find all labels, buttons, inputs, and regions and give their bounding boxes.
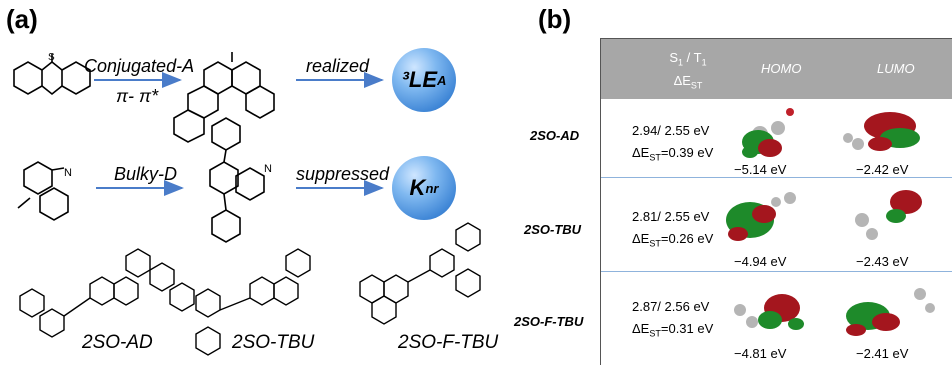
ball-knr-text: K xyxy=(409,175,426,200)
svg-text:S: S xyxy=(48,52,55,63)
dest-row-1: ΔEST=0.39 eV xyxy=(632,142,713,169)
dest-val-1: =0.39 eV xyxy=(660,145,714,160)
label-suppressed: suppressed xyxy=(296,164,390,184)
label-conjugated-a: Conjugated-A xyxy=(84,56,195,76)
row-name-2so-ad: 2SO-AD xyxy=(530,128,580,143)
energies-row-1: 2.94/ 2.55 eV ΔEST=0.39 eV xyxy=(632,120,713,169)
compound-label-2so-tbu: 2SO-TBU xyxy=(232,332,315,353)
label-bulky-d: Bulky-D xyxy=(114,164,178,184)
dest-prefix-1: ΔE xyxy=(632,145,650,160)
orbital-homo-2so-ad xyxy=(742,108,794,158)
homo-value-row-1: −5.14 eV xyxy=(734,162,787,177)
dest-prefix-2: ΔE xyxy=(632,231,650,246)
orbital-images xyxy=(726,108,935,336)
molecule-thioxanthene-dioxide: S xyxy=(13,52,91,96)
panel-label-b: (b) xyxy=(538,4,572,34)
s1t1-row-2: 2.81/ 2.55 eV xyxy=(632,209,710,224)
dest-prefix-3: ΔE xyxy=(632,321,650,336)
lumo-value-row-3: −2.41 eV xyxy=(856,346,909,361)
energies-row-3: 2.87/ 2.56 eV ΔEST=0.31 eV xyxy=(632,296,713,345)
svg-text:N: N xyxy=(264,163,272,175)
compound-label-2so-ad: 2SO-AD xyxy=(82,332,153,353)
dest-sub-3: ST xyxy=(649,328,661,339)
molecule-2so-ad xyxy=(19,248,175,338)
row-name-2so-f-tbu: 2SO-F-TBU xyxy=(514,314,584,329)
compound-label-2so-f-tbu: 2SO-F-TBU xyxy=(398,332,499,353)
dest-row-2: ΔEST=0.26 eV xyxy=(632,228,713,255)
s1t1-row-1: 2.94/ 2.55 eV xyxy=(632,123,710,138)
orbital-table: S1 / T1 ΔEST HOMO LUMO xyxy=(600,38,952,365)
ball-knr-sub: nr xyxy=(425,180,439,196)
homo-value-row-3: −4.81 eV xyxy=(734,346,787,361)
orbital-lumo-2so-ad xyxy=(843,112,920,151)
ball-3le-text: ³LE xyxy=(401,67,438,92)
lumo-value-row-1: −2.42 eV xyxy=(856,162,909,177)
lumo-value-row-2: −2.43 eV xyxy=(856,254,909,269)
orbital-homo-2so-tbu xyxy=(726,192,796,241)
molecule-bulky-donor: N xyxy=(209,117,272,243)
header-s: S xyxy=(669,50,679,65)
s1t1-row-3: 2.87/ 2.56 eV xyxy=(632,299,710,314)
header-s-sub: 1 xyxy=(678,57,684,68)
dest-val-2: =0.26 eV xyxy=(660,231,714,246)
dest-val-3: =0.31 eV xyxy=(660,321,714,336)
panel-label-a: (a) xyxy=(6,4,38,34)
header-t: / T xyxy=(683,50,702,65)
molecule-2so-tbu xyxy=(169,248,311,356)
header-dest-sub: ST xyxy=(690,80,703,91)
dest-sub-2: ST xyxy=(649,238,661,249)
row-separator-2 xyxy=(601,271,952,272)
ball-3le-sub: A xyxy=(437,72,447,88)
table-header: S1 / T1 ΔEST HOMO LUMO xyxy=(601,39,952,99)
dest-sub-1: ST xyxy=(649,152,661,163)
header-dest: ΔE xyxy=(673,72,691,88)
molecule-acridine-donor: N xyxy=(17,161,72,221)
header-lumo: LUMO xyxy=(877,61,915,76)
orbital-lumo-2so-tbu xyxy=(855,190,922,240)
row-name-2so-tbu: 2SO-TBU xyxy=(524,222,582,237)
homo-value-row-2: −4.94 eV xyxy=(734,254,787,269)
orbital-lumo-2so-f-tbu xyxy=(846,288,935,336)
label-realized: realized xyxy=(306,56,370,76)
scheme-drawing: S N N xyxy=(13,52,481,356)
label-pi-pi: π- π* xyxy=(116,86,159,106)
orbital-homo-2so-f-tbu xyxy=(734,294,804,330)
header-t-sub: 1 xyxy=(701,57,707,68)
header-homo: HOMO xyxy=(761,61,802,76)
dest-row-3: ΔEST=0.31 eV xyxy=(632,318,713,345)
row-separator-1 xyxy=(601,177,952,178)
energies-row-2: 2.81/ 2.55 eV ΔEST=0.26 eV xyxy=(632,206,713,255)
header-energy: S1 / T1 ΔEST xyxy=(643,49,733,94)
svg-text:N: N xyxy=(64,167,72,179)
molecule-2so-f-tbu xyxy=(359,222,481,325)
molecule-conjugated-acceptor xyxy=(173,52,275,143)
